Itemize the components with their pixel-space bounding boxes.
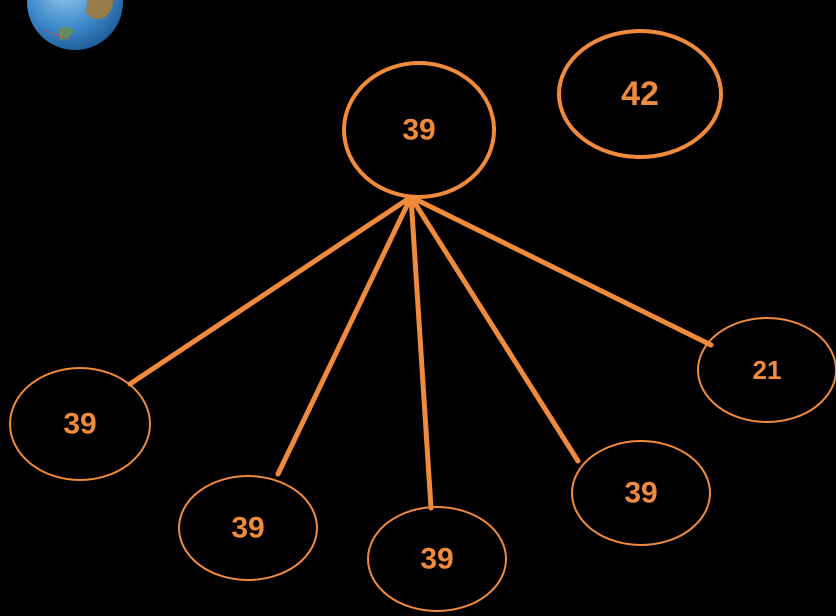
child-node-3: 39 [367, 506, 507, 612]
child-node-1-label: 39 [63, 408, 96, 441]
isolated-node-ellipse [557, 29, 723, 159]
child-node-4: 39 [571, 440, 711, 546]
child-node-2: 39 [178, 475, 318, 581]
edge-root-to-child-2 [275, 194, 414, 477]
edge-root-to-child-3 [408, 194, 434, 511]
child-node-4-label: 39 [624, 477, 657, 510]
edges-group [127, 194, 714, 511]
child-node-1-ellipse [9, 367, 151, 481]
child-node-3-ellipse [367, 506, 507, 612]
child-node-2-ellipse [178, 475, 318, 581]
child-node-3-label: 39 [420, 543, 453, 576]
child-node-1: 39 [9, 367, 151, 481]
child-node-5-ellipse [697, 317, 836, 423]
isolated-node-label: 42 [621, 75, 659, 113]
edge-root-to-child-1 [127, 194, 414, 387]
child-node-5-label: 21 [753, 355, 782, 385]
child-node-2-label: 39 [231, 512, 264, 545]
edge-root-to-child-4 [408, 194, 581, 464]
globe-icon [27, 0, 123, 50]
root-node: 39 [342, 61, 496, 199]
isolated-node: 42 [557, 29, 723, 159]
edge-root-to-child-5 [408, 194, 714, 348]
root-node-label: 39 [402, 114, 435, 147]
child-node-5: 21 [697, 317, 836, 423]
root-node-ellipse [342, 61, 496, 199]
child-node-4-ellipse [571, 440, 711, 546]
